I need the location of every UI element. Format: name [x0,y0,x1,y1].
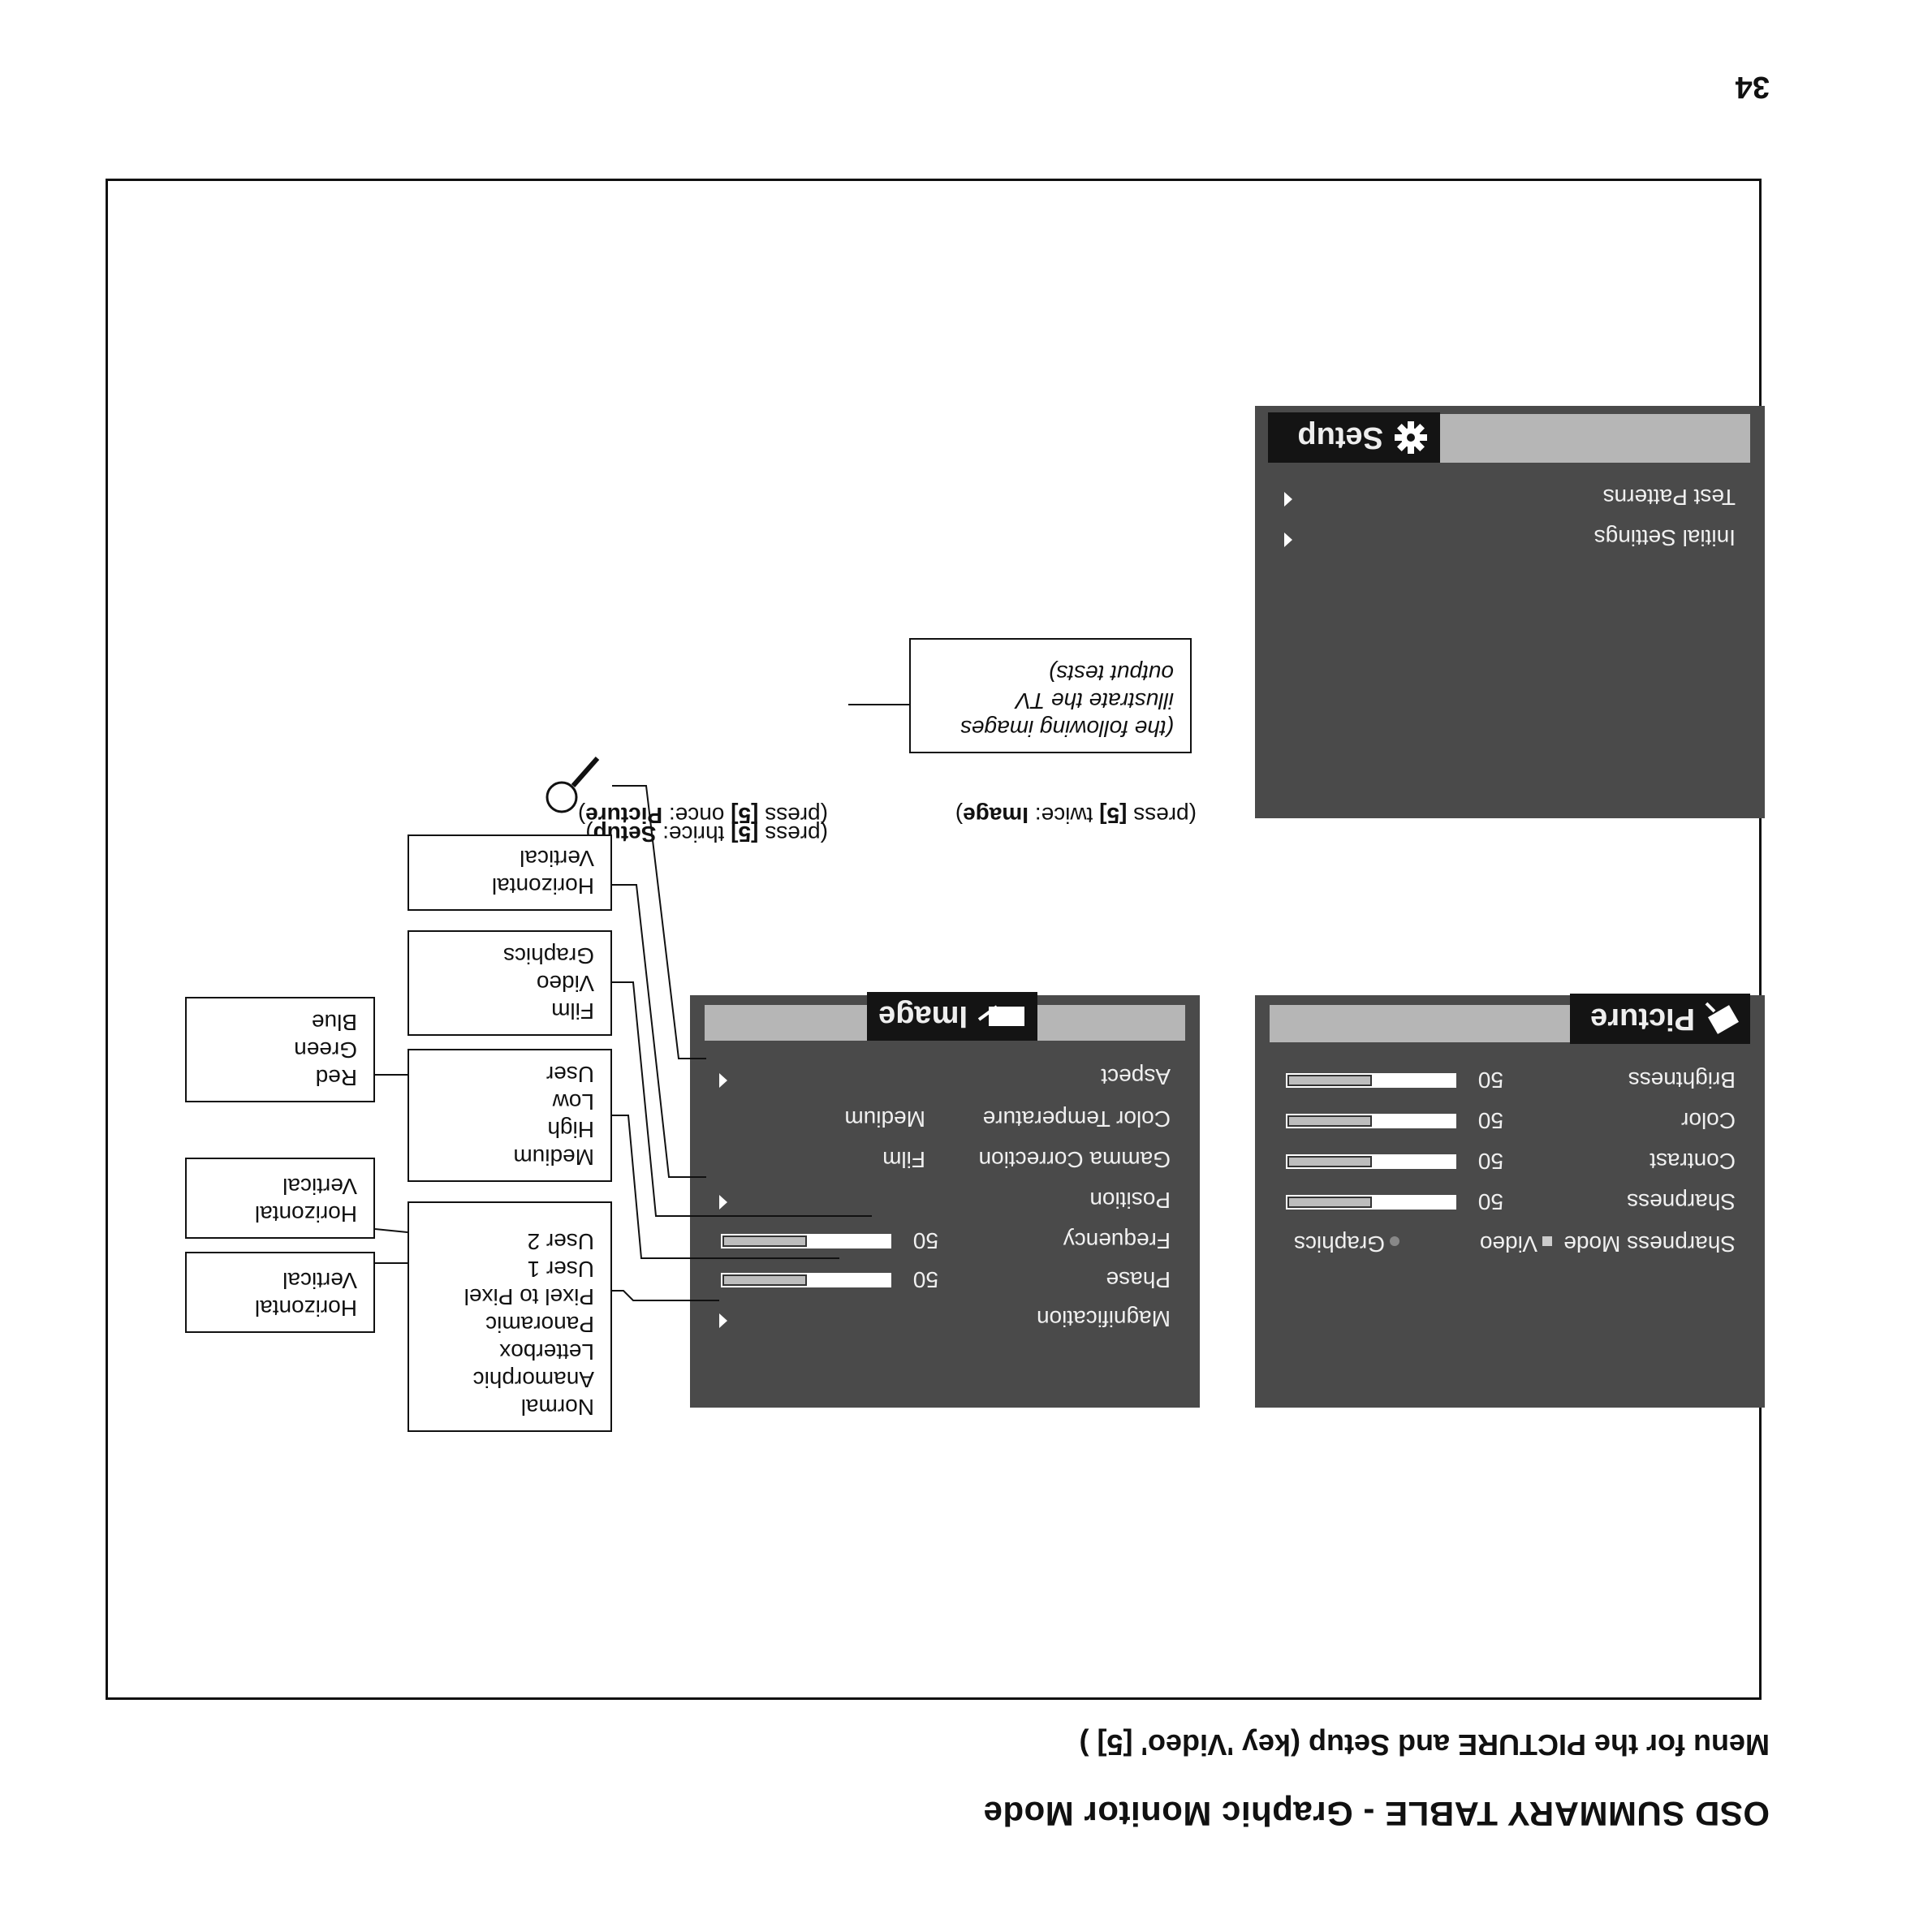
image-menu-panel: Image Aspect Color Temperature Medium Ga… [690,992,1200,1408]
user2-connector [374,1228,408,1233]
picture-icon [1705,1002,1739,1034]
magnifier-icon [546,757,600,813]
position-connector [612,884,706,1178]
tab-picture[interactable]: Picture [1570,994,1750,1044]
aspect-connector [612,1290,719,1301]
gear-icon [1395,421,1427,454]
tab-image[interactable]: Image [867,992,1037,1041]
image-icon [977,1005,1024,1026]
setup-menu-panel: Setup Test Patterns Initial Settings [1255,406,1765,818]
gamma-connector [612,981,872,1217]
tab-setup[interactable]: Setup [1268,412,1440,463]
magnification-connector [612,785,706,1059]
color-temp-connector [612,1115,839,1259]
picture-menu-panel: Picture Brightness 50 Color 50 Contrast … [1255,994,1765,1408]
